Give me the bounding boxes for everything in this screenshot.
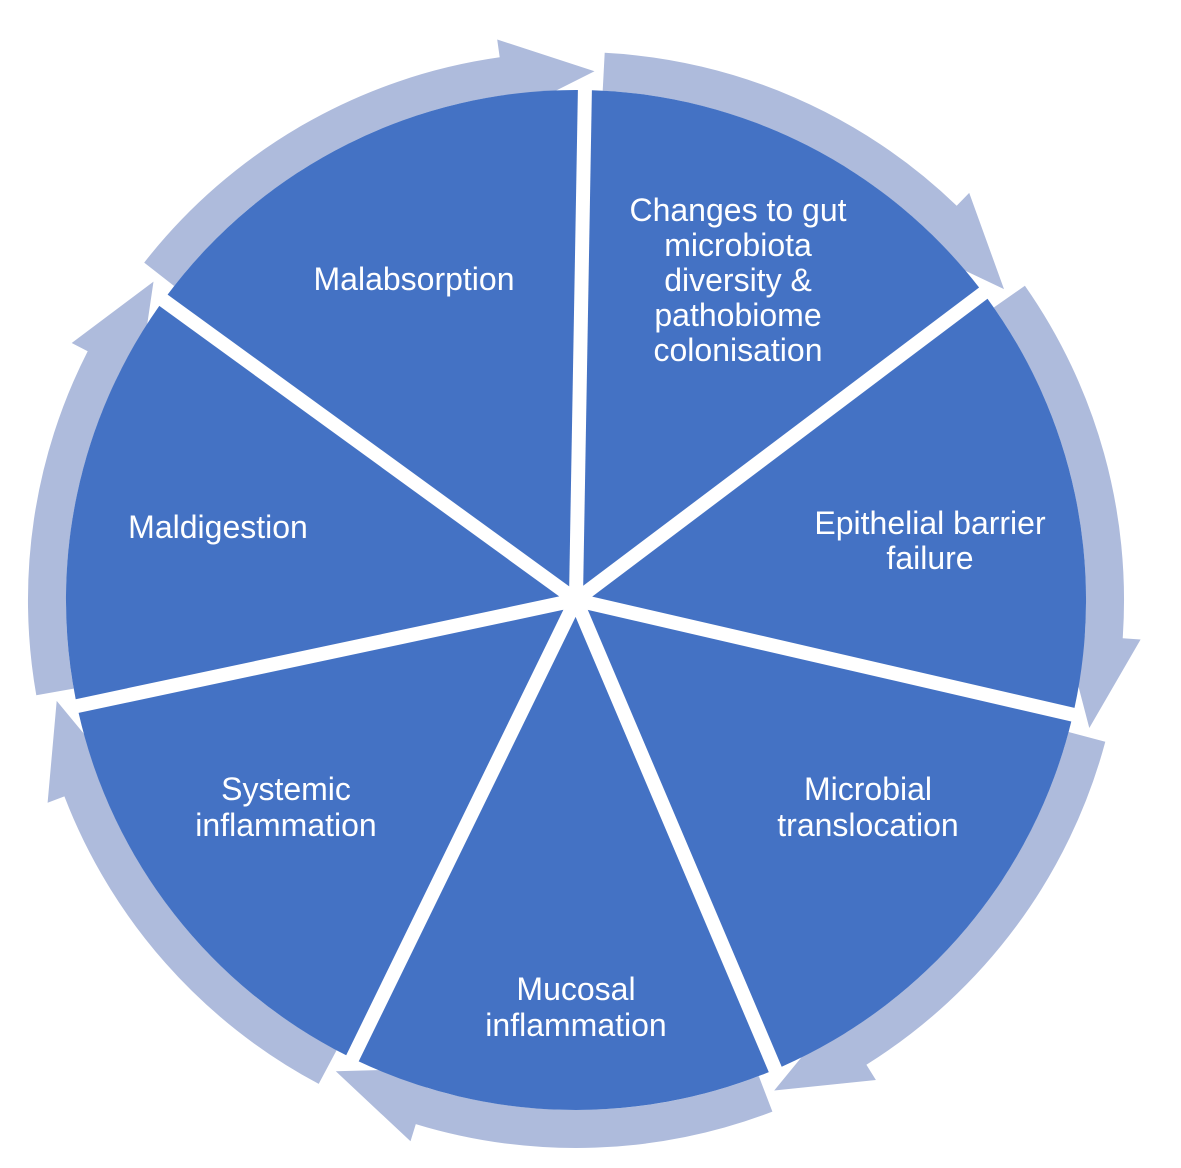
segment-systemic-label-line: Systemic — [221, 771, 351, 807]
segment-translocation-wedge — [587, 609, 1072, 1067]
segment-microbiota-label-line: Changes to gut — [629, 192, 846, 228]
segment-microbiota-label-line: diversity & — [664, 262, 812, 298]
segment-malabsorption-label: Malabsorption — [314, 261, 515, 297]
segment-malabsorption-wedge — [167, 89, 578, 587]
segment-translocation-label-line: Microbial — [804, 771, 932, 807]
cycle-arrow-3 — [774, 732, 1106, 1091]
cycle-arrow-6 — [27, 281, 154, 696]
segment-mucosal-label-line: Mucosal — [516, 971, 635, 1007]
cycle-arrow-2 — [993, 285, 1141, 728]
segment-maldigestion-wedge — [65, 305, 560, 700]
cycle-arrows — [27, 39, 1141, 1149]
segment-mucosal-label-line: inflammation — [485, 1007, 666, 1043]
segment-epithelial-label-line: failure — [886, 540, 973, 576]
segment-maldigestion-label-line: Maldigestion — [128, 509, 308, 545]
cycle-arrow-5 — [47, 700, 337, 1084]
cycle-arrow-1 — [602, 52, 1004, 290]
segment-epithelial-wedge — [592, 298, 1087, 708]
segment-microbiota-wedge — [583, 90, 980, 586]
cycle-arrow-7 — [144, 39, 595, 286]
segment-microbiota-label-line: pathobiome — [654, 297, 821, 333]
segment-systemic-label-line: inflammation — [195, 807, 376, 843]
segment-translocation-label-line: translocation — [777, 807, 958, 843]
segment-systemic-wedge — [78, 609, 564, 1056]
segment-epithelial-label-line: Epithelial barrier — [814, 505, 1046, 541]
segment-microbiota-label-line: microbiota — [664, 227, 812, 263]
cycle-arrow-4 — [335, 1068, 773, 1149]
cycle-segments — [65, 89, 1087, 1110]
segment-microbiota-label-line: colonisation — [654, 332, 823, 368]
segment-maldigestion-label: Maldigestion — [128, 509, 308, 545]
segment-malabsorption-label-line: Malabsorption — [314, 261, 515, 297]
segment-mucosal-wedge — [358, 616, 769, 1110]
